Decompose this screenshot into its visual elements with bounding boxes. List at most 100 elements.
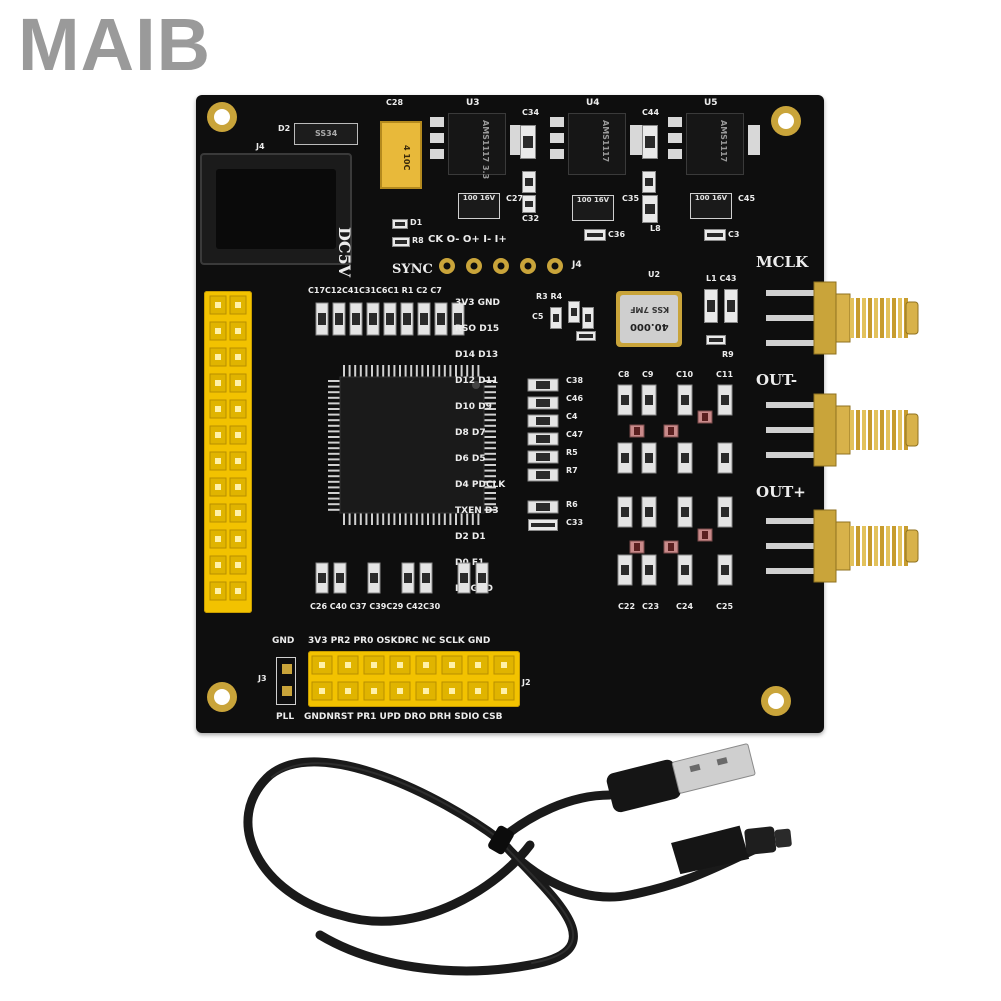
dds-main-ic bbox=[326, 363, 498, 527]
smd-r4 bbox=[568, 301, 580, 323]
j1-pin-label-9: TXEN D3 bbox=[455, 506, 499, 516]
watermark-text: MAIB bbox=[18, 3, 212, 86]
smd-r3 bbox=[550, 307, 562, 329]
c5-label: C5 bbox=[532, 312, 544, 321]
j2-bottom-labels: GNDNRST PR1 UPD DRO DRH SDIO CSB bbox=[304, 712, 503, 722]
electrolytic-cap-3: 100 16V bbox=[690, 193, 732, 219]
smd-c34 bbox=[520, 125, 536, 159]
u2-crystal-oscillator: 40.000 KSS 7MF bbox=[616, 291, 682, 347]
out-plus-label: OUT+ bbox=[756, 483, 806, 501]
out-minus-label: OUT- bbox=[756, 371, 798, 389]
j1-pin-label-3: D14 D13 bbox=[455, 350, 499, 360]
label-c24: C24 bbox=[676, 602, 694, 611]
c28-label: C28 bbox=[386, 98, 404, 107]
d2-label: D2 bbox=[278, 124, 291, 133]
c36-label: C36 bbox=[608, 230, 626, 239]
j4-sync-label: J4 bbox=[572, 260, 582, 270]
smd-d1 bbox=[392, 219, 408, 229]
label-r6: R6 bbox=[566, 500, 578, 509]
mclk-label: MCLK bbox=[756, 253, 809, 271]
sma-connector-out-plus bbox=[766, 508, 920, 584]
j1-pin-label-2: RSO D15 bbox=[455, 324, 500, 334]
j1-pin-label-6: D8 D7 bbox=[455, 428, 486, 438]
u2-label: U2 bbox=[648, 270, 661, 279]
label-r5: R5 bbox=[566, 448, 578, 457]
j1-pin-label-5: D10 D9 bbox=[455, 402, 492, 412]
c34-label: C34 bbox=[522, 108, 540, 117]
lc-filter-network bbox=[614, 371, 754, 615]
dds-pcb-board: DC5V J4 D2 SS34 C28 4 10C U3 U4 U5 C34 C… bbox=[196, 95, 824, 733]
cap-row-top-labels: C17C12C41C31C6C1 R1 C2 C7 bbox=[308, 286, 442, 295]
smd-c35 bbox=[642, 171, 656, 193]
c32-label: C32 bbox=[522, 214, 540, 223]
j3-label: J3 bbox=[258, 674, 267, 683]
smd-r9 bbox=[706, 335, 726, 345]
label-c10: C10 bbox=[676, 370, 694, 379]
cap-row-bottom bbox=[314, 561, 504, 597]
j1-pin-label-4: D12 D11 bbox=[455, 376, 499, 386]
smd-r2 bbox=[582, 307, 594, 329]
label-c9: C9 bbox=[642, 370, 654, 379]
j3-pll-label: PLL bbox=[276, 712, 295, 722]
j2-yellow-pin-header bbox=[308, 651, 520, 707]
d1-label: D1 bbox=[410, 218, 423, 227]
j2-label: J2 bbox=[522, 678, 531, 687]
regulator-pads bbox=[430, 117, 760, 159]
filter-resistor-column bbox=[526, 375, 562, 525]
r9-label: R9 bbox=[722, 350, 734, 359]
sma-connector-out-minus bbox=[766, 392, 920, 468]
smd-c33 bbox=[528, 519, 558, 531]
j1-pin-label-10: D2 D1 bbox=[455, 532, 486, 542]
j1-pin-label-1: 3V3 GND bbox=[455, 298, 501, 308]
u4-regulator-chip: AMS1117 bbox=[568, 113, 626, 175]
u4-label: U4 bbox=[586, 98, 600, 108]
dc-power-jack bbox=[200, 153, 352, 265]
u3-label: U3 bbox=[466, 98, 480, 108]
sync-header-pads bbox=[436, 255, 566, 277]
smd-r8 bbox=[392, 237, 410, 247]
r8-label: R8 bbox=[412, 236, 424, 245]
label-c46: C46 bbox=[566, 394, 584, 403]
label-c25: C25 bbox=[716, 602, 734, 611]
u5-label: U5 bbox=[704, 98, 718, 108]
smd-c3 bbox=[704, 229, 726, 241]
label-c4: C4 bbox=[566, 412, 578, 421]
sync-pin-labels: CK O- O+ I- I+ bbox=[428, 234, 507, 245]
label-c22: C22 bbox=[618, 602, 636, 611]
c27-label: C27 bbox=[506, 194, 524, 203]
smd-c36 bbox=[584, 229, 606, 241]
d2-diode: SS34 bbox=[294, 123, 358, 145]
smd-l1 bbox=[704, 289, 718, 323]
label-c47: C47 bbox=[566, 430, 584, 439]
mounting-holes bbox=[207, 102, 801, 716]
j4-label: J4 bbox=[256, 142, 265, 151]
smd-c32 bbox=[522, 195, 536, 213]
c35-label: C35 bbox=[622, 194, 640, 203]
smd-l8 bbox=[642, 195, 658, 223]
j3-gnd-label: GND bbox=[272, 636, 295, 646]
smd-c27 bbox=[522, 171, 536, 193]
u5-regulator-chip: AMS1117 bbox=[686, 113, 744, 175]
smd-c44 bbox=[642, 125, 658, 159]
label-c23: C23 bbox=[642, 602, 660, 611]
smd-c43 bbox=[724, 289, 738, 323]
c44-label: C44 bbox=[642, 108, 660, 117]
cap-row-top bbox=[314, 301, 474, 341]
j2-top-labels: 3V3 PR2 PR0 OSKDRC NC SCLK GND bbox=[308, 636, 491, 646]
j1-pin-label-8: D4 PDCLK bbox=[455, 480, 506, 490]
r3-r4-label: R3 R4 bbox=[536, 292, 563, 301]
label-c38: C38 bbox=[566, 376, 584, 385]
label-r7: R7 bbox=[566, 466, 578, 475]
c45-label: C45 bbox=[738, 194, 756, 203]
electrolytic-cap-2: 100 16V bbox=[572, 195, 614, 221]
label-c11: C11 bbox=[716, 370, 734, 379]
j3-jumper-header bbox=[276, 657, 296, 705]
smd-c5 bbox=[576, 331, 596, 341]
usb-to-dc-power-cable bbox=[243, 743, 792, 976]
j1-pin-label-7: D6 D5 bbox=[455, 454, 486, 464]
label-c8: C8 bbox=[618, 370, 630, 379]
label-c33: C33 bbox=[566, 518, 584, 527]
l8-label: L8 bbox=[650, 224, 661, 233]
l1-c43-label: L1 C43 bbox=[706, 274, 737, 283]
u3-regulator-chip: AMS1117 3.3 bbox=[448, 113, 506, 179]
